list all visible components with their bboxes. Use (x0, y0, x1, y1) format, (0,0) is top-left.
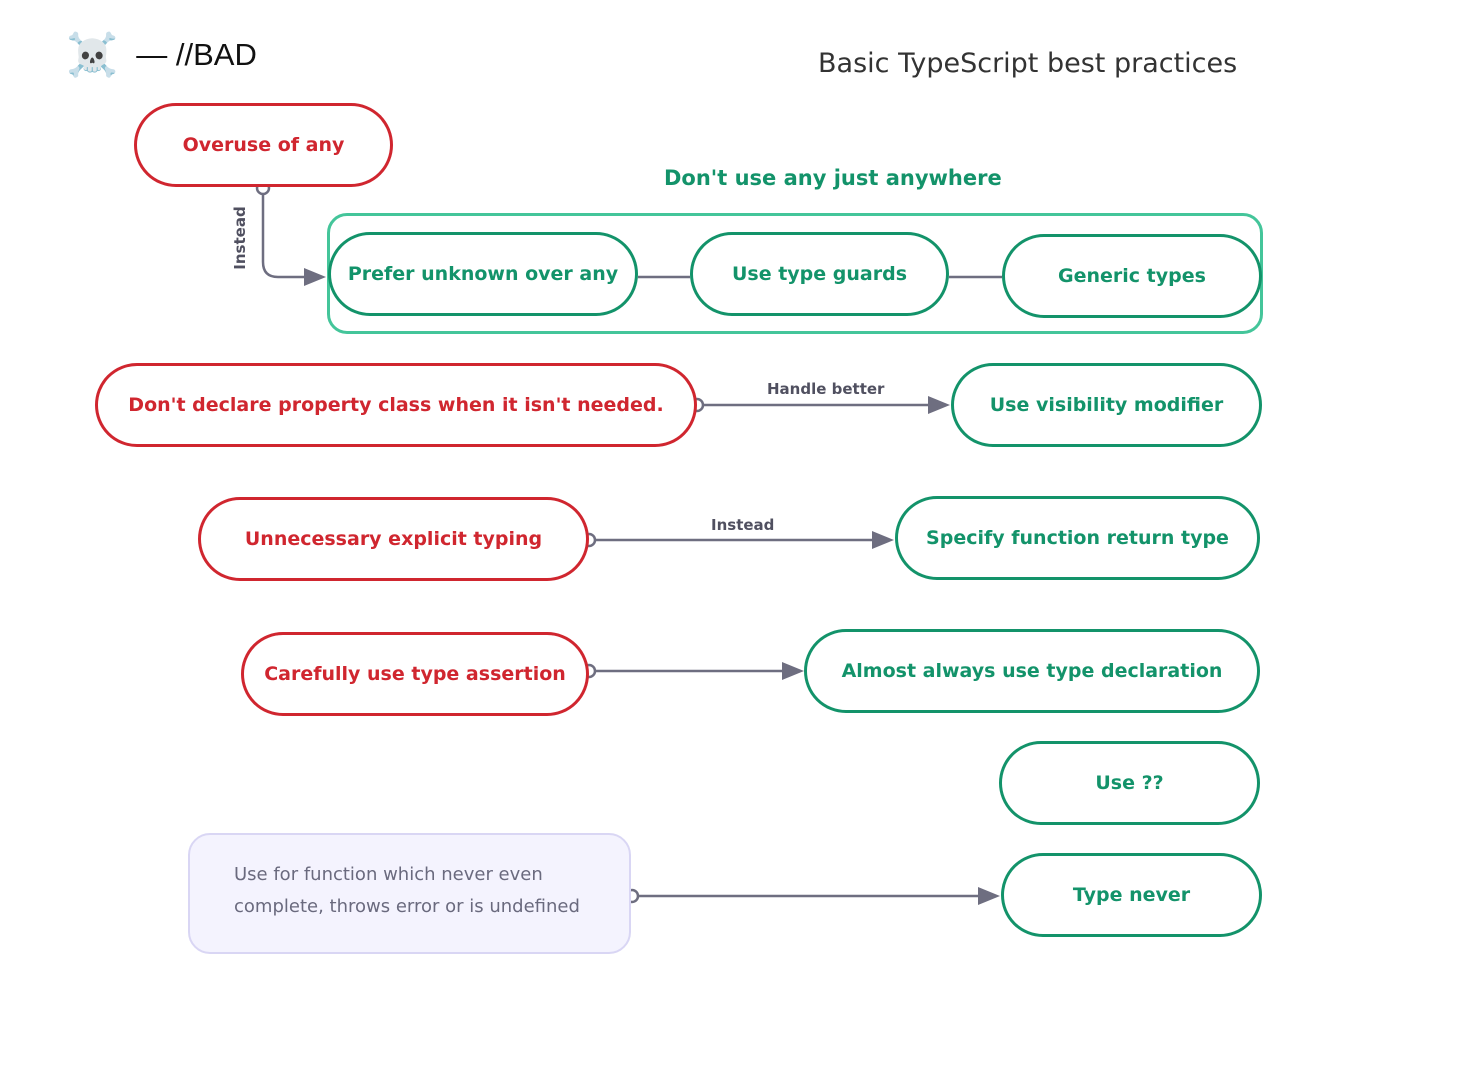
node-type-never-label: Type never (1072, 884, 1191, 906)
legend: ☠️ — //BAD (66, 30, 257, 80)
skull-crossbones-icon: ☠️ (66, 30, 119, 79)
node-explicit-typing[interactable]: Unnecessary explicit typing (198, 497, 589, 581)
node-generic-types-label: Generic types (1058, 265, 1206, 287)
edge-label-property-to-visibility: Handle better (767, 380, 885, 398)
node-visibility-modifier[interactable]: Use visibility modifier (951, 363, 1262, 447)
node-explicit-typing-label: Unnecessary explicit typing (244, 528, 543, 550)
node-overuse-any-label: Overuse of any (182, 134, 345, 156)
node-type-never[interactable]: Type never (1001, 853, 1262, 937)
note-line-1: Use for function which never even (234, 864, 543, 885)
node-type-guards-label: Use type guards (731, 263, 908, 285)
edge-label-typing-to-return: Instead (711, 516, 775, 534)
node-return-type[interactable]: Specify function return type (895, 496, 1260, 580)
node-visibility-modifier-label: Use visibility modifier (989, 394, 1224, 416)
node-type-declaration[interactable]: Almost always use type declaration (804, 629, 1260, 713)
node-property-class-label: Don't declare property class when it isn… (128, 394, 664, 416)
node-return-type-label: Specify function return type (926, 527, 1229, 549)
node-nullish[interactable]: Use ?? (999, 741, 1260, 825)
node-type-assertion[interactable]: Carefully use type assertion (241, 632, 589, 716)
node-type-guards[interactable]: Use type guards (690, 232, 949, 316)
node-type-declaration-label: Almost always use type declaration (841, 660, 1223, 682)
edge-any-to-unknown (261, 188, 304, 279)
node-prefer-unknown-label: Prefer unknown over any (347, 263, 619, 285)
edge-label-any-to-unknown: Instead (231, 206, 249, 270)
node-prefer-unknown[interactable]: Prefer unknown over any (328, 232, 638, 316)
note-line-2: complete, throws error or is undefined (234, 896, 580, 917)
legend-label: — //BAD (136, 37, 257, 72)
node-generic-types[interactable]: Generic types (1002, 234, 1262, 318)
node-overuse-any[interactable]: Overuse of any (134, 103, 393, 187)
note-never-description: Use for function which never even comple… (188, 833, 631, 954)
node-type-assertion-label: Carefully use type assertion (264, 663, 566, 685)
node-property-class[interactable]: Don't declare property class when it isn… (95, 363, 697, 447)
page-title: Basic TypeScript best practices (818, 48, 1238, 79)
group-title: Don't use any just anywhere (664, 166, 1002, 190)
node-nullish-label: Use ?? (1095, 772, 1164, 794)
